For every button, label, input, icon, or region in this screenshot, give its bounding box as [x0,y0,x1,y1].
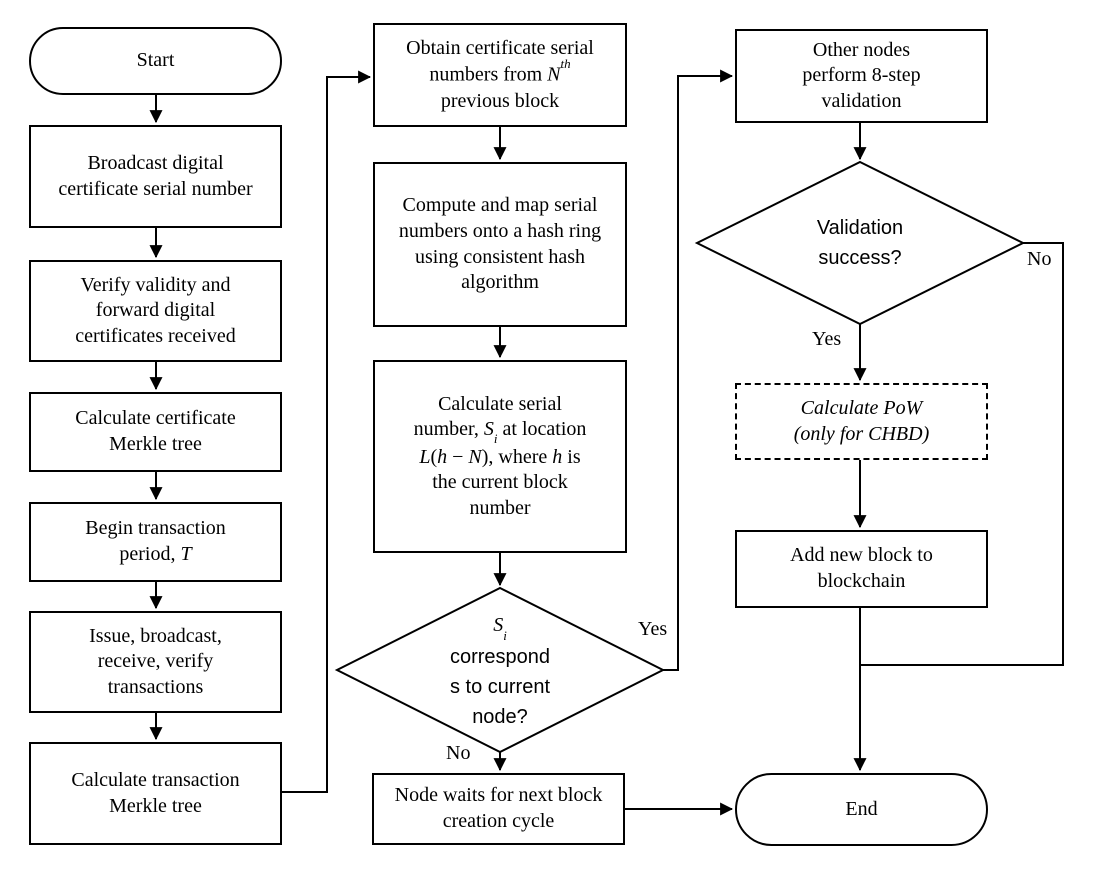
broadcast-serial-label: Broadcast digital certificate serial num… [58,151,253,200]
calc-serial-sub-i: i [493,431,498,447]
validation-decision-text: Validation success? [760,197,960,289]
calc-serial-label: Calculate serial number, Si at location … [410,392,590,522]
node-calc-pow: Calculate PoW (only for CHBD) [735,383,988,460]
si-decision-sub-i: i [503,627,507,643]
calc-serial-text4: − [447,445,469,468]
node-other-nodes: Other nodes perform 8-step validation [735,29,988,123]
node-calc-serial: Calculate serial number, Si at location … [373,360,627,553]
begin-period-label: Begin transaction period, T [68,516,243,567]
calc-serial-text2: at location [497,418,587,441]
node-add-block: Add new block to blockchain [735,530,988,608]
si-decision-text: Si correspond s to current node? [390,596,610,746]
calc-tx-merkle-label: Calculate transaction Merkle tree [71,768,240,817]
calc-serial-text6: is the current block number [432,445,581,519]
calc-serial-text1: Calculate serial number, [413,392,562,441]
node-broadcast-serial: Broadcast digital certificate serial num… [29,125,282,228]
node-end: End [735,773,988,846]
obtain-serials-text1: Obtain certificate serial numbers from [406,36,594,87]
obtain-serials-var-n: N [547,64,561,87]
add-block-label: Add new block to blockchain [790,544,933,592]
compute-map-label: Compute and map serial numbers onto a ha… [398,194,602,294]
start-label: Start [136,49,175,72]
si-decision-var: Si [493,610,507,642]
calc-pow-label: Calculate PoW (only for CHBD) [794,396,930,447]
validation-yes-label: Yes [812,328,842,350]
calc-serial-text3: ( [430,445,438,468]
si-decision-line4: node? [472,705,528,728]
obtain-serials-text2: previous block [440,89,560,112]
node-waits-label: Node waits for next block creation cycle [394,784,603,832]
obtain-serials-sup-th: th [560,55,571,71]
calc-serial-var-h2: h [552,445,563,468]
si-yes-label: Yes [638,618,668,640]
node-verify-forward: Verify validity and forward digital cert… [29,260,282,362]
node-issue-broadcast: Issue, broadcast, receive, verify transa… [29,611,282,713]
si-no-label: No [446,742,471,764]
validation-decision-diamond [694,160,1026,326]
node-waits: Node waits for next block creation cycle [372,773,625,845]
calc-serial-var-h1: h [437,445,448,468]
obtain-serials-label: Obtain certificate serial numbers from N… [405,36,595,114]
node-calc-cert-merkle: Calculate certificate Merkle tree [29,392,282,472]
node-obtain-serials: Obtain certificate serial numbers from N… [373,23,627,127]
validation-no-label: No [1027,248,1052,270]
begin-period-var-t: T [180,543,192,565]
end-label: End [845,797,878,820]
calc-serial-text5: ), where [481,445,553,468]
node-start: Start [29,27,282,95]
si-decision-diamond [334,586,666,754]
edge-si-yes-othernodes [663,69,734,671]
node-calc-tx-merkle: Calculate transaction Merkle tree [29,742,282,845]
si-decision-line2: correspond [449,645,551,668]
verify-forward-label: Verify validity and forward digital cert… [75,273,236,347]
node-compute-map: Compute and map serial numbers onto a ha… [373,162,627,327]
calc-serial-var-n: N [468,445,482,468]
si-decision-line3: s to current [449,675,551,698]
calc-pow-line2: (only for CHBD) [793,422,930,445]
calc-serial-var-s: S [483,418,494,441]
calc-cert-merkle-label: Calculate certificate Merkle tree [75,407,236,455]
issue-broadcast-label: Issue, broadcast, receive, verify transa… [89,624,222,698]
begin-period-text: Begin transaction period, [85,517,226,565]
calc-pow-line1: Calculate PoW [800,396,923,419]
node-begin-period: Begin transaction period, T [29,502,282,582]
si-decision-var-s: S [493,614,504,637]
calc-serial-var-l: L [419,445,431,468]
other-nodes-label: Other nodes perform 8-step validation [802,38,921,112]
edge-validation-no-loop [861,242,1064,666]
validation-line2: success? [818,247,902,269]
edge-txmerkle-obtain [280,70,372,793]
validation-line1: Validation [816,217,904,239]
